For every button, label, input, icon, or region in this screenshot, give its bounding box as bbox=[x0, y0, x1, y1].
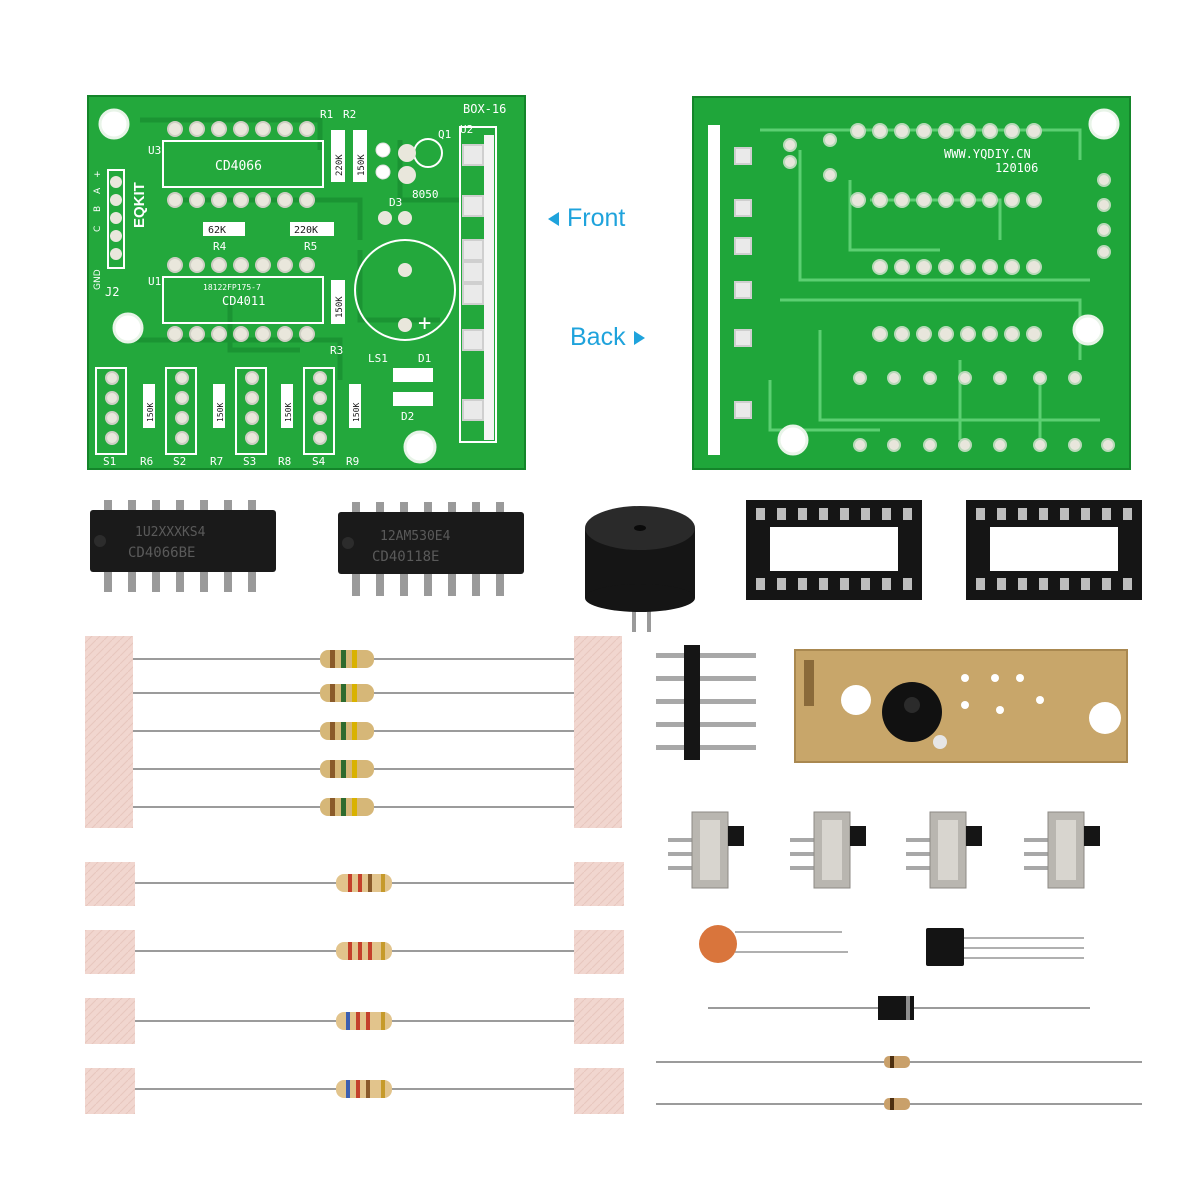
value-r7: 150K bbox=[216, 403, 225, 422]
label-r5: R5 bbox=[304, 240, 317, 253]
label-d2: D2 bbox=[401, 410, 414, 423]
back-label: Back bbox=[570, 323, 626, 351]
front-callout: Front bbox=[548, 204, 625, 233]
label-r1: R1 bbox=[320, 108, 333, 121]
bottom-label-s1: S1 bbox=[103, 455, 116, 468]
slide-switch-icon bbox=[790, 811, 866, 889]
chip-code-u1: 18122FP175-7 bbox=[203, 283, 261, 292]
bottom-label-s2: S2 bbox=[173, 455, 186, 468]
diode-icon bbox=[656, 1098, 1142, 1110]
symbol-plus: + bbox=[418, 311, 431, 336]
arrow-left-icon bbox=[548, 211, 559, 226]
front-label: Front bbox=[567, 204, 626, 232]
pin-label-b: B bbox=[93, 206, 103, 212]
slide-switch-icon bbox=[1024, 811, 1100, 889]
slide-switch-icon bbox=[906, 811, 982, 889]
label-r2: R2 bbox=[343, 108, 356, 121]
resistor-single-2 bbox=[85, 930, 624, 974]
label-u2: U2 bbox=[460, 123, 473, 136]
label-u3: U3 bbox=[148, 144, 161, 157]
transistor-icon bbox=[926, 928, 1084, 966]
ic-socket-icon bbox=[966, 500, 1142, 600]
value-r2: 150K bbox=[357, 154, 367, 176]
diode-icon bbox=[656, 1056, 1142, 1068]
bottom-label-r6: R6 bbox=[140, 455, 153, 468]
ic-cd4066: 1U2XXXKS4 CD4066BE bbox=[90, 500, 276, 592]
logo-icon: EQKIT bbox=[131, 182, 148, 228]
label-r3: R3 bbox=[330, 344, 343, 357]
pin-label-c: C bbox=[93, 226, 103, 232]
chip1-line1: 1U2XXXKS4 bbox=[135, 525, 206, 540]
diode-icon bbox=[708, 996, 1090, 1020]
ic-socket-icon bbox=[746, 500, 922, 600]
label-box16: BOX-16 bbox=[463, 102, 506, 116]
value-r3: 150K bbox=[335, 296, 345, 318]
bottom-label-s4: S4 bbox=[312, 455, 326, 468]
value-r6: 150K bbox=[146, 403, 155, 422]
front-pcb: CD4066 CD4011 18122FP175-7 U3 U1 U2 BOX-… bbox=[87, 95, 526, 470]
bottom-label-r7: R7 bbox=[210, 455, 223, 468]
bottom-label-r9: R9 bbox=[346, 455, 359, 468]
buzzer-icon bbox=[585, 506, 695, 632]
label-u1: U1 bbox=[148, 275, 161, 288]
pin-header-icon bbox=[656, 645, 756, 760]
label-d3: D3 bbox=[389, 196, 402, 209]
value-r8: 150K bbox=[284, 403, 293, 422]
front-pads bbox=[105, 121, 327, 445]
resistor-single-1 bbox=[85, 862, 624, 906]
chip2-line1: 12AM530E4 bbox=[380, 529, 451, 544]
resistor-single-4 bbox=[85, 1068, 624, 1114]
value-r1: 220K bbox=[335, 154, 345, 176]
label-r4: R4 bbox=[213, 240, 227, 253]
ic-cd4011: 12AM530E4 CD40118E bbox=[338, 502, 524, 596]
chip1-line2: CD4066BE bbox=[128, 545, 195, 561]
pin-label-gnd: GND bbox=[93, 269, 103, 290]
back-url: WWW.YQDIY.CN bbox=[944, 147, 1031, 161]
label-d1: D1 bbox=[418, 352, 431, 365]
pin-label-a: A bbox=[93, 187, 103, 194]
chip2-line2: CD40118E bbox=[372, 549, 439, 565]
back-callout: Back bbox=[570, 323, 645, 352]
value-62k: 62K bbox=[208, 225, 226, 236]
back-pads bbox=[783, 123, 1115, 452]
chip-label-cd4011: CD4011 bbox=[222, 294, 265, 308]
chip-label-cd4066: CD4066 bbox=[215, 159, 262, 174]
value-r9: 150K bbox=[352, 403, 361, 422]
bottom-label-s3: S3 bbox=[243, 455, 256, 468]
back-code: 120106 bbox=[995, 161, 1038, 175]
label-j2: J2 bbox=[105, 285, 119, 299]
resistor-single-3 bbox=[85, 998, 624, 1044]
label-ls1: LS1 bbox=[368, 352, 388, 365]
kit-logo-text: EQKIT bbox=[131, 182, 148, 228]
arrow-right-icon bbox=[633, 330, 645, 345]
pin-label-plus: + bbox=[93, 170, 103, 178]
capacitor-icon bbox=[699, 925, 848, 963]
label-q1: Q1 bbox=[438, 128, 451, 141]
resistor-tape-strip bbox=[85, 636, 622, 828]
bottom-label-r8: R8 bbox=[278, 455, 291, 468]
keypad-board bbox=[794, 649, 1128, 763]
value-220k: 220K bbox=[294, 225, 318, 236]
back-pcb: WWW.YQDIY.CN 120106 bbox=[692, 96, 1131, 470]
slide-switch-icon bbox=[668, 811, 744, 889]
value-8050: 8050 bbox=[412, 188, 439, 201]
